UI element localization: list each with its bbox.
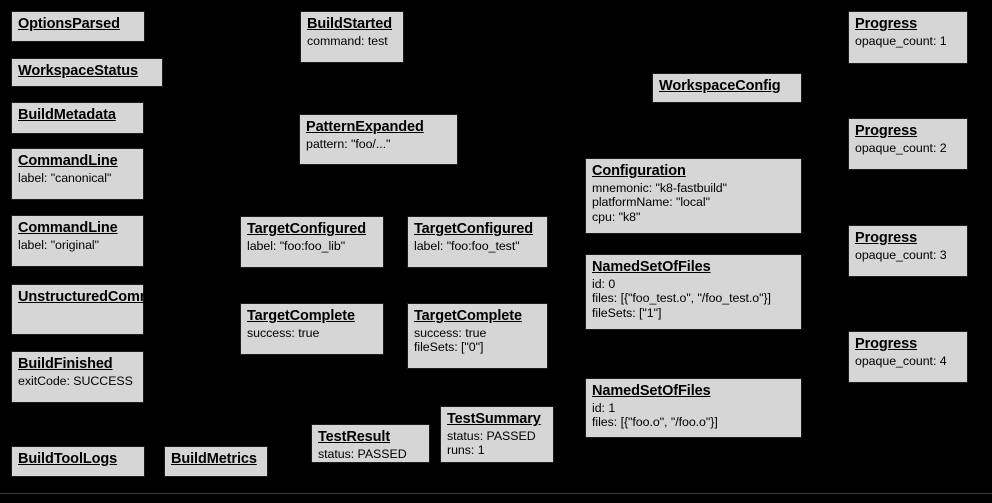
node-title: Progress [855,16,918,32]
node-fields: label: "foo:foo_test" [414,239,541,254]
node-title: PatternExpanded [306,119,424,135]
node-build-metrics[interactable]: BuildMetrics [164,446,268,477]
node-title: Configuration [592,163,686,179]
node-title: CommandLine [18,220,118,236]
node-fields: label: "canonical" [18,171,137,186]
node-field: command: test [307,33,388,48]
node-field: exitCode: SUCCESS [18,373,133,388]
node-fields: pattern: "foo/..." [306,137,451,152]
node-field: success: true [414,325,487,340]
node-fields: command: test [307,34,397,49]
node-field: success: true [247,325,320,340]
node-field: status: PASSED [447,428,536,443]
node-title: NamedSetOfFiles [592,383,711,399]
node-field: opaque_count: 2 [855,140,947,155]
node-field: label: "canonical" [18,170,112,185]
node-field: mnemonic: "k8-fastbuild" [592,180,728,195]
node-build-tool-logs[interactable]: BuildToolLogs [11,446,145,477]
node-title: OptionsParsed [18,16,120,32]
node-title: TargetConfigured [414,221,533,237]
node-title: BuildToolLogs [18,451,118,467]
node-title: BuildStarted [307,16,393,32]
node-workspace-config[interactable]: WorkspaceConfig [652,73,802,103]
node-title: WorkspaceConfig [659,78,781,94]
node-field: runs: 1 [447,443,485,458]
node-field: opaque_count: 1 [855,33,947,48]
node-title: BuildMetadata [18,107,116,123]
node-field: id: 0 [592,276,616,291]
node-title: TargetConfigured [247,221,366,237]
node-build-metadata[interactable]: BuildMetadata [11,102,144,134]
node-unstructured-command-line[interactable]: UnstructuredCommandLine [11,284,208,335]
node-field: files: [{"foo_test.o", "/foo_test.o"}] [592,291,771,306]
node-field: opaque_count: 4 [855,353,947,368]
node-field: pattern: "foo/..." [306,136,391,151]
node-field: id: 1 [592,400,616,415]
node-title: NamedSetOfFiles [592,259,711,275]
node-field: opaque_count: 3 [855,247,947,262]
node-fields: success: true [247,326,377,341]
node-fields: mnemonic: "k8-fastbuild"platformName: "l… [592,181,795,225]
node-fields: opaque_count: 4 [855,354,961,369]
node-fields: label: "foo:foo_lib" [247,239,377,254]
node-field: label: "foo:foo_test" [414,238,520,253]
node-field: status: PASSED [318,446,407,461]
node-fields: status: PASSED [318,447,423,462]
node-title: BuildFinished [18,356,113,372]
node-fields: exitCode: SUCCESS [18,374,137,389]
node-title: Progress [855,336,918,352]
node-title: Progress [855,230,918,246]
node-title: CommandLine [18,153,118,169]
node-title: Progress [855,123,918,139]
node-field: fileSets: ["1"] [592,305,662,320]
node-field: fileSets: ["0"] [414,340,484,355]
node-title: TestResult [318,429,391,445]
node-field: files: [{"foo.o", "/foo.o"}] [592,415,718,430]
node-fields: label: "original" [18,238,137,253]
node-title: UnstructuredCommandLine [18,289,208,305]
bottom-divider [0,493,992,494]
node-fields: opaque_count: 2 [855,141,961,156]
node-title: TestSummary [447,411,541,427]
node-workspace-status[interactable]: WorkspaceStatus [11,58,163,87]
node-fields: opaque_count: 1 [855,34,961,49]
node-field: platformName: "local" [592,195,710,210]
node-field: label: "foo:foo_lib" [247,238,346,253]
node-title: TargetComplete [414,308,522,324]
node-title: BuildMetrics [171,451,257,467]
node-field: cpu: "k8" [592,209,641,224]
node-fields: opaque_count: 3 [855,248,961,263]
node-title: WorkspaceStatus [18,63,138,79]
node-title: TargetComplete [247,308,355,324]
node-options-parsed[interactable]: OptionsParsed [11,11,145,42]
node-field: label: "original" [18,237,99,252]
